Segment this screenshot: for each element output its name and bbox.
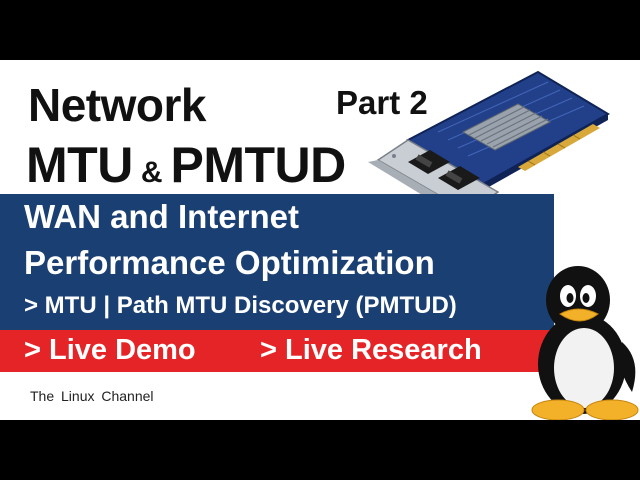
banner-line1: WAN and Internet xyxy=(24,198,300,235)
title-mtu-pmtud: MTU&PMTUD xyxy=(26,136,346,194)
thumbnail-canvas: Network Part 2 MTU&PMTUD xyxy=(0,60,640,420)
title-network: Network xyxy=(28,79,206,131)
title-pmtud: PMTUD xyxy=(170,137,346,193)
banner-line2: Performance Optimization xyxy=(24,244,435,281)
banner-subtitle: > MTU | Path MTU Discovery (PMTUD) xyxy=(24,292,457,319)
channel-name: The Linux Channel xyxy=(30,388,154,404)
banner-red xyxy=(0,330,554,372)
part-label: Part 2 xyxy=(336,84,428,121)
title-mtu: MTU xyxy=(26,137,133,193)
tux-penguin-icon xyxy=(531,266,639,420)
live-research-label: > Live Research xyxy=(260,334,482,366)
live-demo-label: > Live Demo xyxy=(24,334,196,366)
title-ampersand: & xyxy=(140,156,163,189)
banner-blue xyxy=(0,194,554,330)
